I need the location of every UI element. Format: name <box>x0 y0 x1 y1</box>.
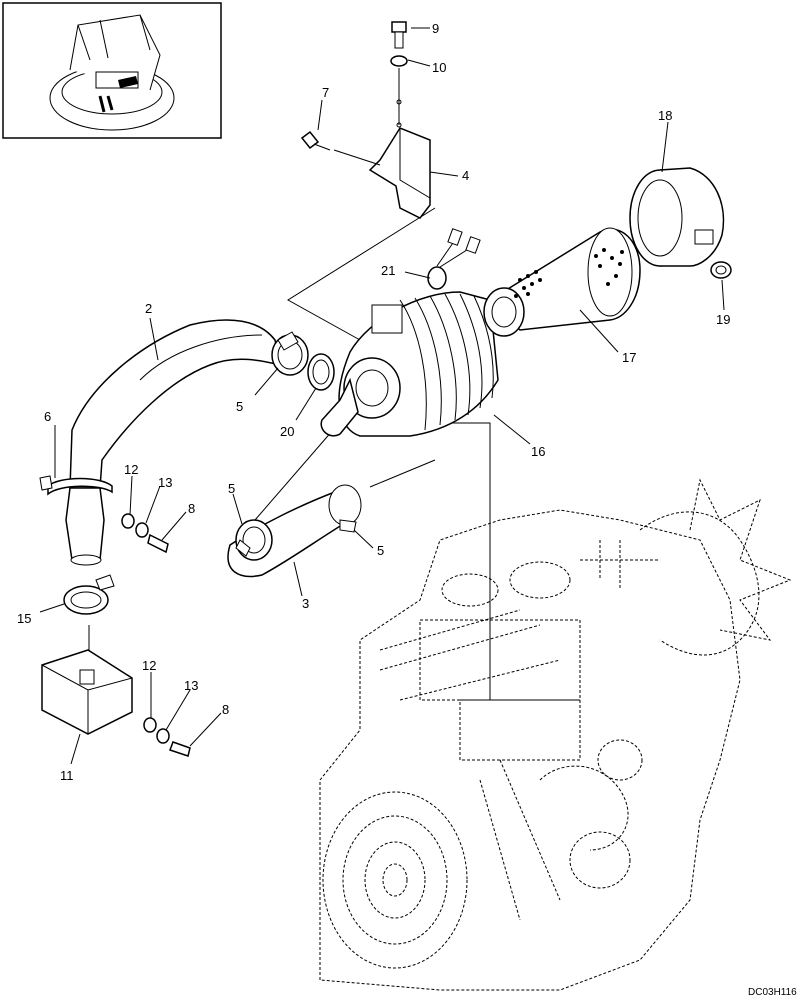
hardware-lower <box>143 717 191 757</box>
bolt-9 <box>391 21 407 49</box>
washer-12-upper <box>121 513 135 529</box>
callouts: 9 10 7 4 18 21 2 19 17 5 6 20 16 12 13 5… <box>17 21 730 783</box>
callout-7: 7 <box>322 85 329 100</box>
callout-12-upper: 12 <box>124 462 138 477</box>
callout-15: 15 <box>17 611 31 626</box>
callout-20: 20 <box>280 424 294 439</box>
washer-13-upper <box>135 522 149 538</box>
callout-2: 2 <box>145 301 152 316</box>
clamp-6 <box>39 475 113 496</box>
hose-clamp-5-right <box>328 484 362 533</box>
valve-19 <box>710 261 732 279</box>
bracket-4 <box>368 99 431 219</box>
callout-4: 4 <box>462 168 469 183</box>
washer-10 <box>390 55 408 67</box>
callout-5-upper: 5 <box>236 399 243 414</box>
assembly-lines <box>88 207 491 700</box>
machine-locator-inset <box>2 2 222 139</box>
callout-12-lower: 12 <box>142 658 156 673</box>
hardware-upper <box>121 513 169 554</box>
callout-17: 17 <box>622 350 636 365</box>
bolt-8-upper <box>147 533 169 554</box>
air-cleaner-body-16 <box>320 291 499 437</box>
bracket-11 <box>41 649 133 735</box>
filter-perforations <box>514 248 624 298</box>
callout-18: 18 <box>658 108 672 123</box>
restriction-indicator-21 <box>427 228 481 290</box>
end-cap-18 <box>629 167 725 267</box>
callout-13-upper: 13 <box>158 475 172 490</box>
callout-8-lower: 8 <box>222 702 229 717</box>
callout-9: 9 <box>432 21 439 36</box>
o-ring-20-inner <box>312 359 330 385</box>
callout-11: 11 <box>60 768 74 783</box>
callout-5-right: 5 <box>377 543 384 558</box>
callout-leaders <box>39 27 725 765</box>
hose-clamp-5-upper <box>271 331 309 376</box>
callout-3: 3 <box>302 596 309 611</box>
callout-6: 6 <box>44 409 51 424</box>
callout-13-lower: 13 <box>184 678 198 693</box>
washer-12-lower <box>143 717 157 733</box>
bolt-8-lower <box>169 741 191 757</box>
callout-8-upper: 8 <box>188 501 195 516</box>
bolt-7 <box>300 130 381 166</box>
callout-5-left: 5 <box>228 481 235 496</box>
callout-19: 19 <box>716 312 730 327</box>
engine-outline <box>319 478 792 991</box>
callout-10: 10 <box>432 60 446 75</box>
callout-21: 21 <box>381 263 395 278</box>
filter-element-17 <box>483 227 641 337</box>
clamp-15 <box>63 574 115 615</box>
washer-13-lower <box>156 728 170 744</box>
callout-16: 16 <box>531 444 545 459</box>
hose-clamp-5-left <box>235 519 273 561</box>
drawing-code: DC03H116 <box>748 987 797 998</box>
